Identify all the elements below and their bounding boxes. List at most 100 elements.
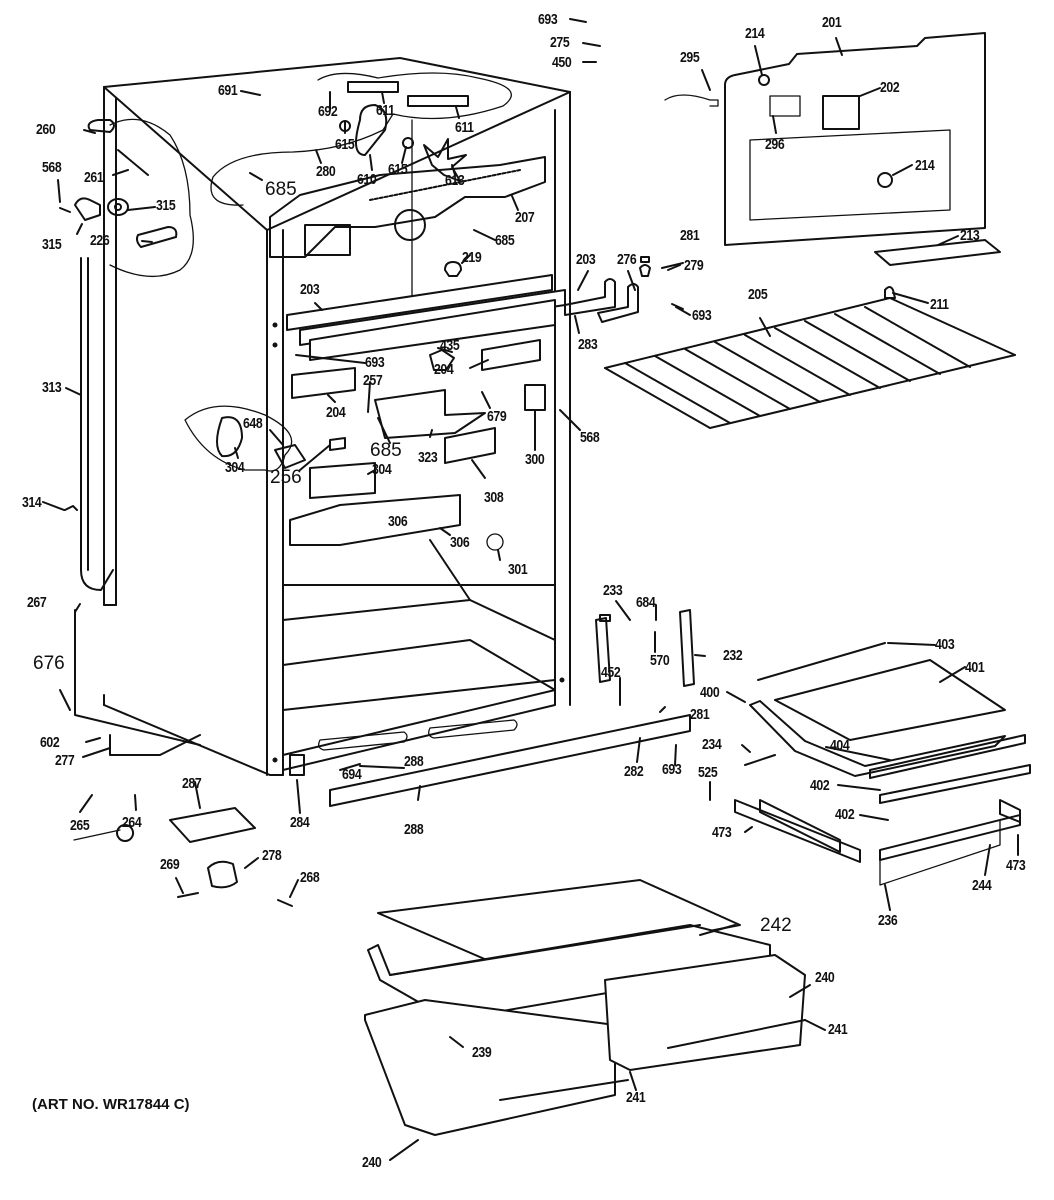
part-label: 306 (388, 513, 408, 530)
part-label: 692 (318, 103, 338, 120)
part-label: 295 (680, 49, 700, 66)
part-label: 315 (156, 197, 176, 214)
part-label: 257 (363, 372, 383, 389)
part-label: 402 (810, 777, 830, 794)
part-label: 314 (22, 494, 42, 511)
part-label: 279 (684, 257, 704, 274)
part-label: 452 (601, 664, 621, 681)
part-label: 691 (218, 82, 238, 99)
part-label: 615 (388, 161, 408, 178)
part-label: 403 (935, 636, 955, 653)
part-label: 568 (580, 429, 600, 446)
evaporator-fan-group (210, 72, 546, 301)
part-label: 256 (270, 467, 302, 488)
part-label: 268 (300, 869, 320, 886)
part-label: 275 (550, 34, 570, 51)
part-label: 693 (662, 761, 682, 778)
part-label: 244 (972, 877, 992, 894)
part-label: 568 (42, 159, 62, 176)
part-label: 234 (702, 736, 722, 753)
wire-shelf (604, 297, 1016, 429)
part-label: 207 (515, 209, 535, 226)
part-label: 280 (316, 163, 336, 180)
part-label: 211 (930, 296, 949, 313)
part-label: 202 (880, 79, 900, 96)
part-label: 296 (765, 136, 785, 153)
part-label: 226 (90, 232, 110, 249)
part-label: 203 (300, 281, 320, 298)
part-label: 315 (42, 236, 62, 253)
part-label: 685 (265, 179, 297, 200)
part-label: 615 (335, 136, 355, 153)
cabinet-shell (103, 57, 571, 776)
part-label: 648 (243, 415, 263, 432)
part-label: 610 (357, 171, 377, 188)
part-label: 213 (960, 227, 980, 244)
part-label: 525 (698, 764, 718, 781)
control-components (289, 339, 546, 551)
part-label: 269 (160, 856, 180, 873)
art-number-caption: (ART NO. WR17844 C) (32, 1096, 190, 1113)
part-label: 219 (462, 249, 482, 266)
part-label: 233 (603, 582, 623, 599)
glass-shelf-assembly (595, 609, 1031, 886)
part-label: 435 (440, 337, 460, 354)
part-label: 284 (290, 814, 310, 831)
part-label: 300 (525, 451, 545, 468)
part-label: 306 (450, 534, 470, 551)
part-label: 400 (700, 684, 720, 701)
part-label: 684 (636, 594, 656, 611)
part-label: 694 (342, 766, 362, 783)
part-label: 308 (484, 489, 504, 506)
part-label: 232 (723, 647, 743, 664)
part-label: 283 (578, 336, 598, 353)
part-label: 281 (680, 227, 700, 244)
part-label: 240 (815, 969, 835, 986)
part-label: 401 (965, 659, 985, 676)
part-label: 301 (508, 561, 528, 578)
part-label: 693 (365, 354, 385, 371)
top-left-hinge-group (59, 118, 194, 278)
part-label: 450 (552, 54, 572, 71)
part-label: 201 (822, 14, 842, 31)
part-label: 239 (472, 1044, 492, 1061)
freezer-cover-panel (664, 32, 1001, 299)
part-label: 685 (495, 232, 515, 249)
part-label: 241 (828, 1021, 848, 1038)
part-label: 288 (404, 753, 424, 770)
part-label: 693 (692, 307, 712, 324)
part-label: 265 (70, 817, 90, 834)
part-label: 602 (40, 734, 60, 751)
part-label: 241 (626, 1089, 646, 1106)
part-label: 260 (36, 121, 56, 138)
part-label: 261 (84, 169, 104, 186)
part-label: 404 (830, 737, 850, 754)
crisper-assembly (364, 879, 806, 1136)
part-label: 276 (617, 251, 637, 268)
part-label: 204 (326, 404, 346, 421)
base-parts (73, 609, 691, 907)
part-label: 693 (538, 11, 558, 28)
part-label: 204 (434, 361, 454, 378)
part-label: 267 (27, 594, 47, 611)
part-label: 613 (445, 172, 465, 189)
part-label: 264 (122, 814, 142, 831)
part-label: 570 (650, 652, 670, 669)
part-label: 277 (55, 752, 75, 769)
part-label: 278 (262, 847, 282, 864)
gasket-tube (64, 257, 114, 591)
part-label: 304 (225, 459, 245, 476)
part-label: 205 (748, 286, 768, 303)
part-label: 236 (878, 912, 898, 929)
part-label: 281 (690, 706, 710, 723)
part-label: 214 (915, 157, 935, 174)
part-label: 402 (835, 806, 855, 823)
part-label: 240 (362, 1154, 382, 1171)
thermostat-bubble (184, 405, 306, 472)
leader-lines (42, 18, 1019, 1161)
part-label: 611 (455, 119, 474, 136)
part-label: 287 (182, 775, 202, 792)
center-hinge (564, 256, 684, 323)
part-label: 323 (418, 449, 438, 466)
